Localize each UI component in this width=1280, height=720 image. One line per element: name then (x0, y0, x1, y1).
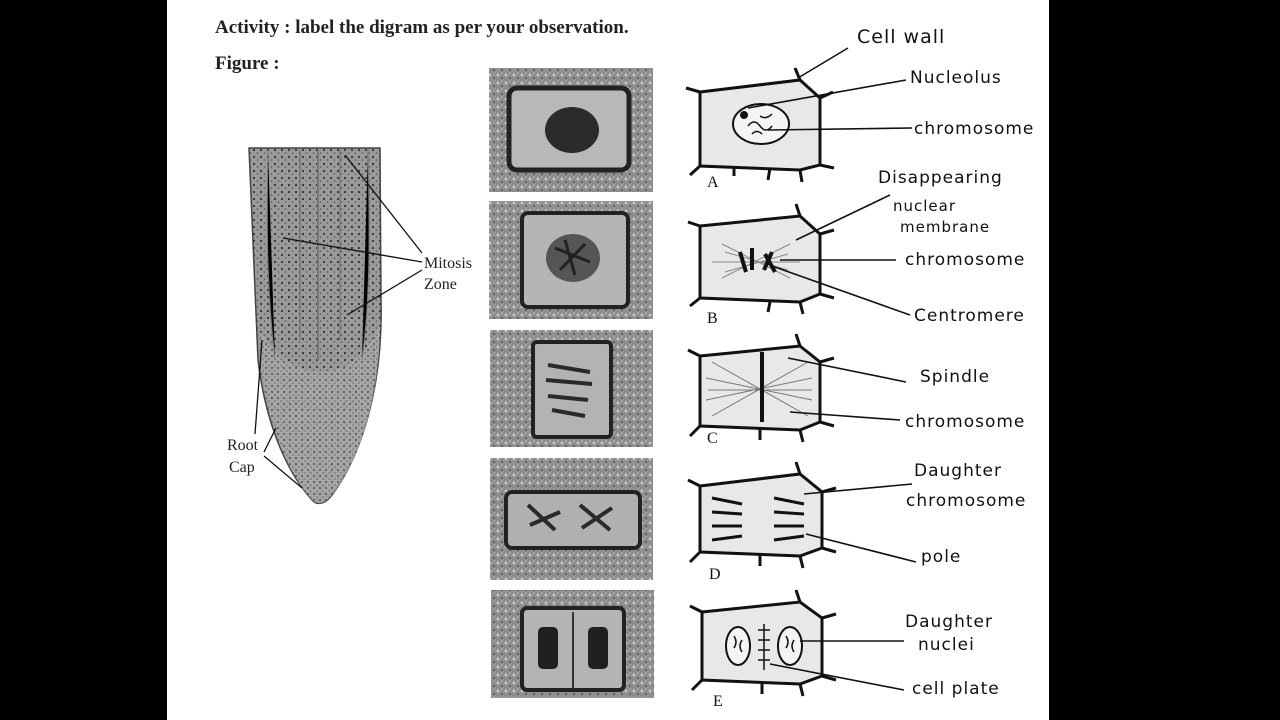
figure-label: Figure : (215, 53, 280, 74)
cell-b (687, 203, 835, 315)
label-spindle: Spindle (920, 367, 991, 387)
micrograph-d (490, 458, 653, 580)
micrograph-panels (489, 68, 654, 698)
label-nuclei: nuclei (918, 635, 975, 655)
root-leader-lines (254, 154, 423, 489)
micrograph-e (491, 590, 654, 698)
micrograph-c (490, 330, 653, 447)
label-disappearing: Disappearing (878, 168, 1003, 188)
mitosis-zone-label-line2: Zone (424, 276, 457, 293)
label-cell-wall: Cell wall (857, 26, 946, 48)
cell-d (687, 461, 837, 569)
root-cap-label-line1: Root (227, 437, 259, 454)
cell-c (687, 333, 835, 443)
label-chromosome-d: chromosome (906, 491, 1027, 511)
activity-instruction: Activity : label the digram as per your … (215, 17, 629, 38)
label-chromosome-b: chromosome (905, 250, 1026, 270)
label-daughter-d: Daughter (914, 461, 1002, 481)
stage-letter-e: E (713, 693, 723, 710)
root-tip-illustration (248, 147, 382, 505)
label-daughter-e: Daughter (905, 612, 993, 632)
label-chromosome-c: chromosome (905, 412, 1026, 432)
micrograph-a (489, 68, 653, 192)
stage-letter-b: B (707, 310, 718, 327)
stage-letter-d: D (709, 566, 721, 583)
stage-letter-c: C (707, 430, 718, 447)
cell-e (689, 589, 837, 697)
stage-letter-a: A (707, 174, 719, 191)
mitosis-zone-label-line1: Mitosis (424, 255, 473, 272)
label-centromere: Centromere (914, 306, 1025, 326)
label-cell-plate: cell plate (912, 679, 1000, 699)
label-chromosome-a: chromosome (914, 119, 1035, 139)
cell-leader-lines (747, 47, 917, 691)
cell-a (685, 67, 835, 183)
label-membrane: membrane (900, 218, 991, 236)
label-pole: pole (921, 547, 962, 567)
micrograph-b (489, 201, 653, 319)
root-cap-label-line2: Cap (229, 459, 255, 476)
cell-drawings (685, 67, 837, 697)
label-nucleolus: Nucleolus (910, 68, 1002, 88)
label-nuclear: nuclear (893, 197, 957, 215)
